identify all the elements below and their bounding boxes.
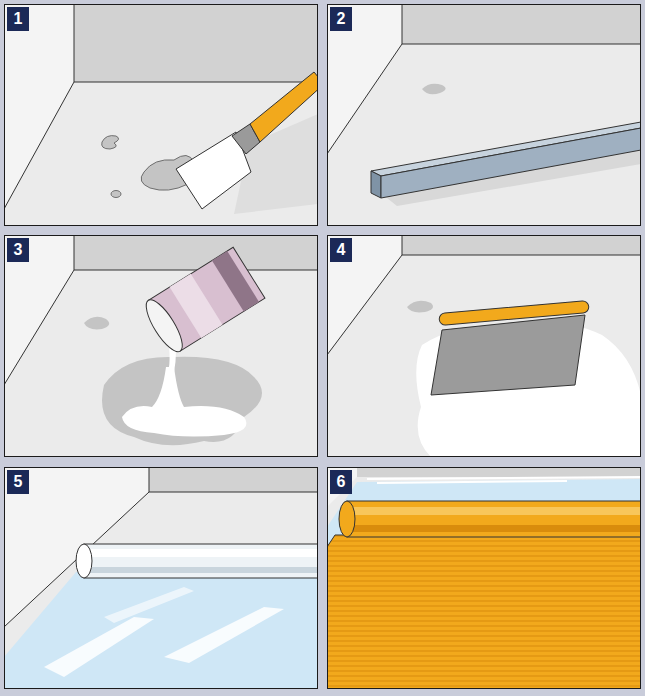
step-number: 1	[14, 11, 23, 27]
step-number-badge: 1	[7, 7, 29, 31]
step-number: 6	[337, 474, 346, 490]
film-panel	[4, 467, 318, 689]
step-number: 4	[337, 242, 346, 258]
carpet-panel	[327, 467, 641, 689]
step-number-badge: 4	[330, 238, 352, 262]
step-number-badge: 6	[330, 470, 352, 494]
step-number: 2	[337, 11, 346, 27]
step-number: 5	[14, 474, 23, 490]
step-number-badge: 3	[7, 238, 29, 262]
spread-panel	[327, 235, 641, 457]
scrape-panel	[4, 4, 318, 226]
level-panel	[327, 4, 641, 226]
step-number: 3	[14, 242, 23, 258]
panel-frames	[5, 5, 641, 689]
step-number-badge: 2	[330, 7, 352, 31]
pour-panel	[4, 235, 318, 457]
step-number-badge: 5	[7, 470, 29, 494]
